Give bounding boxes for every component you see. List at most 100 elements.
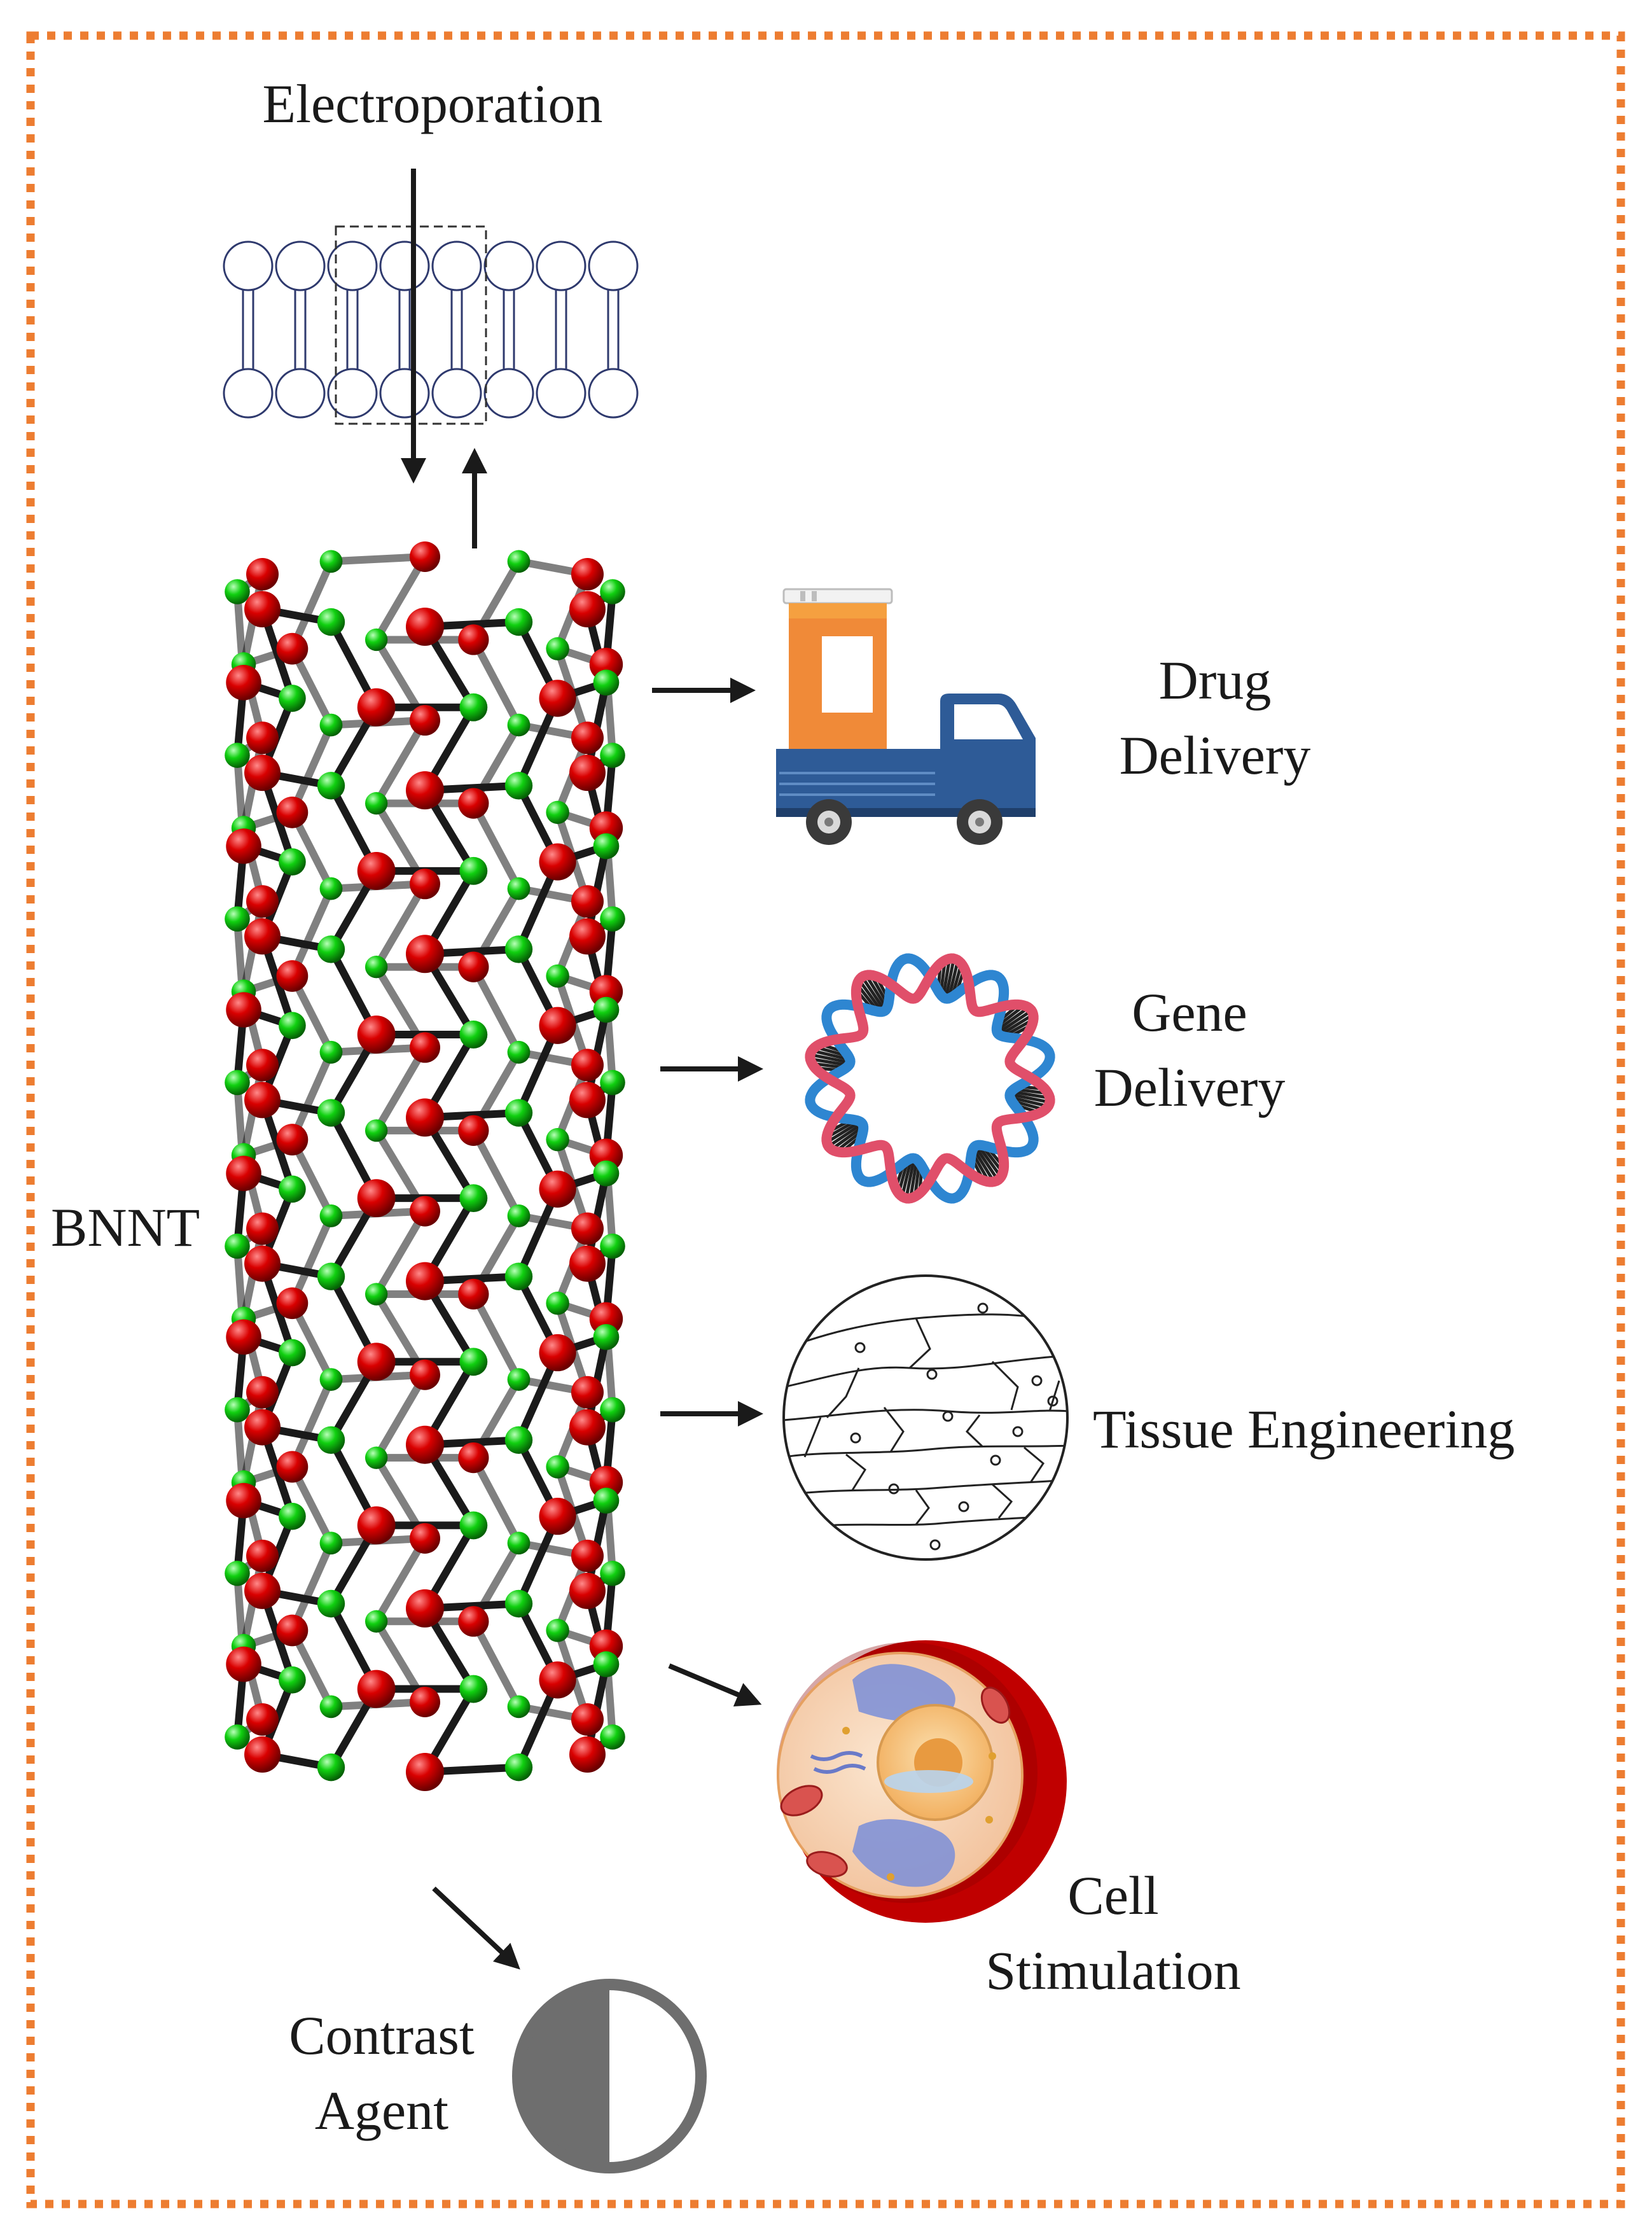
cell-icon [777,1640,1067,1923]
nitrogen-atom [364,628,388,652]
boron-atom [246,1212,279,1245]
contrast-agent-icon [512,1979,707,2173]
bnnt-nanotube-icon [225,541,625,1791]
nitrogen-atom [600,906,625,932]
nitrogen-atom [600,743,625,768]
boron-atom [458,624,489,655]
nitrogen-atom [279,685,306,712]
lipid-head [588,368,639,419]
boron-atom [571,558,604,590]
boron-atom [569,1572,606,1609]
nitrogen-atom [279,1175,306,1203]
nitrogen-atom [317,1262,345,1290]
boron-atom [276,796,309,828]
boron-atom [244,1245,281,1282]
cell-label-line1: Cell [1067,1865,1159,1926]
nitrogen-atom [459,856,488,885]
nitrogen-atom [459,693,488,722]
nitrogen-atom [225,743,250,768]
boron-atom [244,1572,281,1609]
boron-atom [410,868,440,900]
boron-atom [357,851,396,890]
lipid-head [327,241,378,291]
boron-atom [226,992,261,1028]
boron-atom [276,632,309,665]
boron-atom [458,788,489,819]
boron-atom [458,1442,489,1474]
boron-atom [357,1179,396,1218]
drug-label-line2: Delivery [1119,725,1311,786]
boron-atom [569,1736,606,1773]
arrow-to-contrast-agent [432,1887,520,1970]
nitrogen-atom [459,1348,488,1376]
boron-atom [539,843,576,881]
boron-atom [458,1606,489,1637]
gene-label-line2: Delivery [1093,1057,1286,1118]
nitrogen-atom [600,579,625,604]
boron-atom [571,1212,604,1245]
nitrogen-atom [364,956,388,979]
nitrogen-atom [504,935,533,963]
boron-atom [226,828,261,864]
boron-atom [357,1670,396,1708]
boron-atom [246,1376,279,1409]
nitrogen-atom [279,848,306,875]
boron-atom [406,1425,444,1464]
nitrogen-atom [317,1589,345,1618]
lipid-head [223,241,274,291]
boron-atom [246,1703,279,1736]
lipid-head [275,241,326,291]
nitrogen-atom [225,1724,250,1750]
plasmid-dna-icon [805,953,1055,1204]
boron-atom [357,1506,396,1545]
nitrogen-atom [459,1675,488,1703]
boron-atom [571,1539,604,1572]
nitrogen-atom [600,1561,625,1586]
nitrogen-atom [600,1070,625,1096]
lipid-head [483,368,534,419]
boron-atom [406,935,444,973]
boron-atom [244,1409,281,1446]
nitrogen-atom [319,1695,343,1719]
boron-atom [410,541,440,572]
arrow-to-cell-stimulation [668,1663,762,1707]
tissue-engineering-label: Tissue Engineering [1093,1399,1515,1460]
lipid-head [223,368,274,419]
nitrogen-atom [317,1753,345,1782]
boron-atom [410,705,440,736]
nitrogen-atom [507,713,531,737]
nitrogen-atom [317,1426,345,1454]
boron-atom [226,1319,261,1355]
lipid-head [431,241,482,291]
tissue-icon [782,1274,1069,1561]
nitrogen-atom [319,877,343,900]
boron-atom [571,885,604,918]
boron-atom [226,1155,261,1192]
boron-atom [539,680,576,717]
nitrogen-atom [319,1040,343,1064]
nitrogen-atom [319,1531,343,1555]
nitrogen-atom [504,1589,533,1618]
nitrogen-atom [364,1610,388,1633]
boron-atom [410,1687,440,1717]
nitrogen-atom [319,713,343,737]
boron-atom [571,1049,604,1082]
membrane-bilayer-icon [223,241,639,419]
boron-atom [357,688,396,727]
nitrogen-atom [593,1160,620,1187]
lipid-head [431,368,482,419]
nitrogen-atom [507,1040,531,1064]
boron-atom [406,1098,444,1137]
nitrogen-atom [279,1012,306,1040]
nitrogen-atom [364,1283,388,1306]
boron-atom [458,1278,489,1310]
nitrogen-atom [364,792,388,815]
nitrogen-atom [546,1619,569,1642]
nitrogen-atom [225,579,250,604]
nitrogen-atom [319,550,343,573]
nitrogen-atom [279,1666,306,1694]
frame-border [26,31,1625,2208]
nitrogen-atom [225,906,250,932]
nitrogen-atom [225,1397,250,1423]
